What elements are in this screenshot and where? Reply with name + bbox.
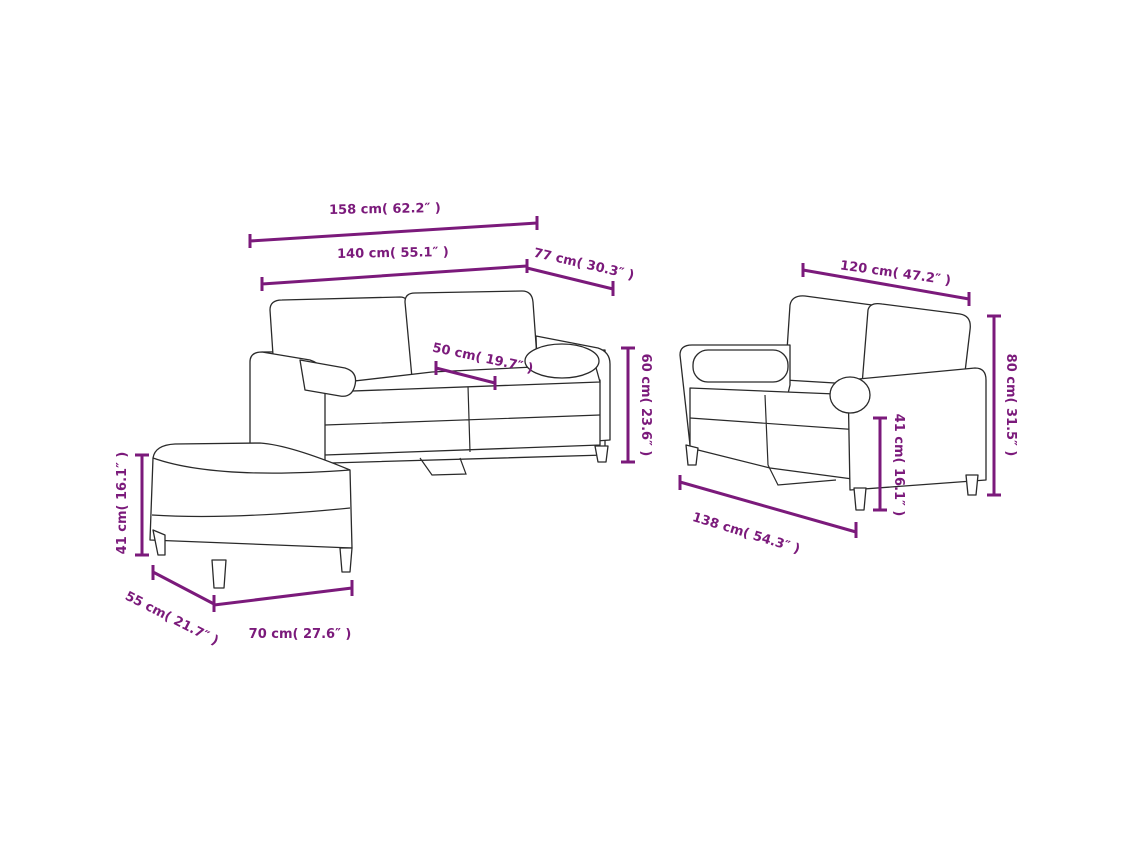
dim-label-3seat-seat-width: 140 cm( 55.1″ ) bbox=[337, 245, 449, 262]
dim-label-3seat-depth: 77 cm( 30.3″ ) bbox=[532, 246, 635, 284]
footstool-drawing bbox=[149, 442, 353, 589]
dim-label-3seat-height: 60 cm( 23.6″ ) bbox=[638, 354, 653, 457]
dim-label-footstool-width: 70 cm( 27.6″ ) bbox=[249, 627, 352, 642]
dim-label-footstool-depth: 55 cm( 21.7″ ) bbox=[122, 589, 220, 649]
dim-label-footstool-height: 41 cm( 16.1″ ) bbox=[115, 452, 130, 555]
dim-label-3seat-overall-width: 158 cm( 62.2″ ) bbox=[329, 201, 441, 218]
dim-label-2seat-height: 80 cm( 31.5″ ) bbox=[1003, 354, 1018, 457]
sofa-large-drawing bbox=[249, 290, 611, 476]
dimension-lines bbox=[135, 216, 1001, 612]
dim-label-2seat-overall-width: 138 cm( 54.3″ ) bbox=[690, 510, 801, 557]
dim-label-2seat-seat-height: 41 cm( 16.1″ ) bbox=[891, 414, 906, 517]
sofa-small-drawing bbox=[679, 295, 987, 511]
dim-label-2seat-seat-width: 120 cm( 47.2″ ) bbox=[839, 258, 952, 288]
